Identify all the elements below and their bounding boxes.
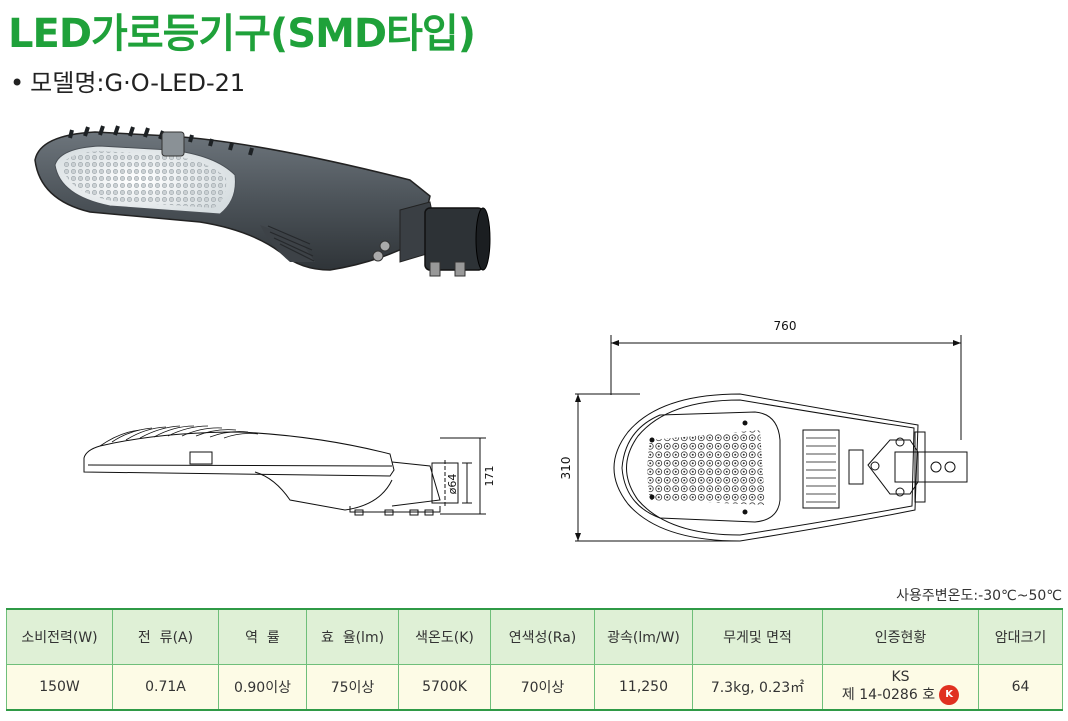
header-cell: 연색성(Ra) [490, 608, 595, 665]
spec-header-row: 소비전력(W) 전 류(A) 역 률 효 율(lm) 색온도(K) 연색성(Ra… [6, 608, 1063, 665]
header-cell: 무게및 면적 [692, 608, 823, 665]
certification-cell: KS 제 14-0286 호 K [822, 664, 979, 711]
value-cell: 5700K [398, 664, 491, 711]
width-label: 310 [559, 457, 573, 480]
length-label: 760 [774, 319, 797, 333]
side-view-drawing [83, 425, 486, 516]
value-cell: 70이상 [490, 664, 595, 711]
value-cell: 64 [978, 664, 1063, 711]
header-cell: 광속(lm/W) [594, 608, 693, 665]
top-view-marks [575, 340, 961, 541]
model-name: •모델명:G·O-LED-21 [10, 66, 245, 100]
spec-value-row: 150W 0.71A 0.90이상 75이상 5700K 70이상 11,250… [6, 664, 1063, 711]
value-cell: 0.71A [112, 664, 219, 711]
header-cell: 암대크기 [978, 608, 1063, 665]
value-cell: 11,250 [594, 664, 693, 711]
ks-certification-icon: K [939, 685, 960, 705]
header-cell: 전 류(A) [112, 608, 219, 665]
spec-table: 소비전력(W) 전 류(A) 역 률 효 율(lm) 색온도(K) 연색성(Ra… [6, 608, 1063, 711]
header-cell: 역 률 [218, 608, 307, 665]
product-photo [34, 125, 491, 277]
header-cell: 색온도(K) [398, 608, 491, 665]
header-cell: 소비전력(W) [6, 608, 113, 665]
value-cell: 75이상 [306, 664, 399, 711]
operating-temperature: 사용주변온도:-30℃~50℃ [896, 588, 1062, 604]
cert-number: 제 14-0286 호 [841, 687, 936, 703]
value-cell: 0.90이상 [218, 664, 307, 711]
header-cell: 효 율(lm) [306, 608, 399, 665]
cert-type: KS [891, 669, 910, 685]
value-cell: 150W [6, 664, 113, 711]
model-bullet: • [10, 69, 25, 97]
value-cell: 7.3kg, 0.23㎡ [692, 664, 823, 711]
model-label: 모델명:G·O-LED-21 [30, 69, 246, 97]
diameter-label: ø64 [446, 474, 459, 495]
page-title: LED가로등기구(SMD타입) [8, 11, 476, 57]
header-cell: 인증현황 [822, 608, 979, 665]
height-label: 171 [483, 466, 496, 487]
product-illustrations: ø64 171 760 310 [34, 125, 968, 542]
top-view-drawing [575, 335, 968, 542]
